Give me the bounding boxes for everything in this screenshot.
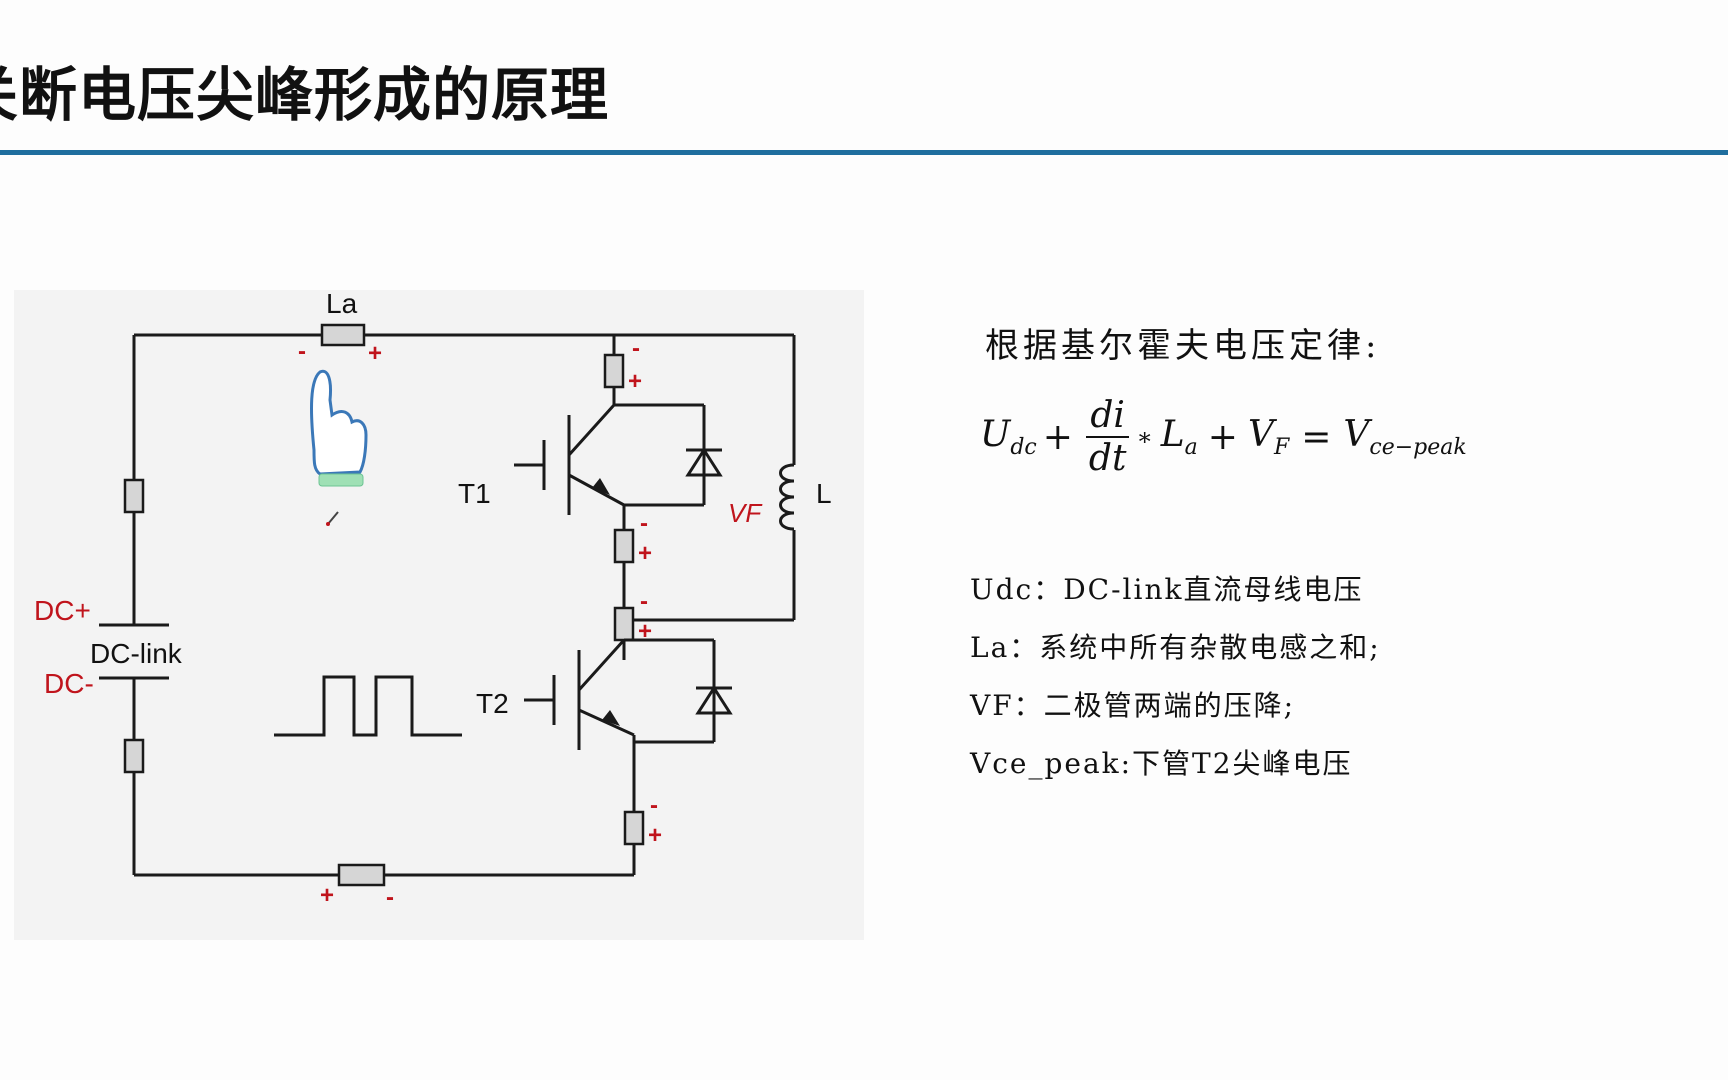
la-label: La <box>326 288 358 319</box>
t1c-minus-sign: - <box>632 335 640 362</box>
resistor-t1-collector <box>603 353 625 389</box>
l-label: L <box>816 478 832 509</box>
eq-udc: Udc <box>980 414 1037 460</box>
t2e-plus-sign: + <box>648 822 663 849</box>
t2c-minus-sign: - <box>640 588 648 615</box>
definition-udc: Udc：DC-link直流母线电压 <box>970 573 1364 606</box>
bottom-minus-sign: - <box>386 884 394 911</box>
igbt-t2 <box>524 638 732 750</box>
eq-vf: VF <box>1247 414 1290 460</box>
pen-icon <box>326 511 339 526</box>
kvl-heading: 根据基尔霍夫电压定律: <box>985 326 1381 366</box>
vf-label: VF <box>728 498 762 528</box>
wires <box>99 333 796 877</box>
t1-label: T1 <box>458 478 491 509</box>
eq-la: La <box>1160 414 1198 460</box>
resistor-t2-emitter <box>623 810 645 846</box>
t2e-minus-sign: - <box>650 792 658 819</box>
eq-numerator: di <box>1086 395 1129 438</box>
slide-title: 关断电压尖峰形成的原理 <box>0 61 610 129</box>
igbt-t1 <box>514 403 722 515</box>
t1c-plus-sign: + <box>628 368 643 395</box>
resistor-bottom <box>337 863 386 887</box>
resistor-t2-collector <box>613 606 635 642</box>
eq-vce-peak: Vce−peak <box>1343 414 1467 460</box>
la-plus-sign: + <box>368 340 383 367</box>
eq-plus-1: + <box>1042 416 1073 458</box>
t2-emitter-arrow <box>602 710 620 726</box>
t1-emitter-arrow <box>592 478 610 495</box>
t2c-plus-sign: + <box>638 618 653 645</box>
dc-minus-label: DC- <box>44 668 94 699</box>
t1e-plus-sign: + <box>638 540 653 567</box>
diode-t1 <box>685 447 723 477</box>
definition-vf: VF：二极管两端的压降; <box>970 689 1296 722</box>
inductor-coil <box>779 463 795 531</box>
dc-plus-label: DC+ <box>34 595 91 626</box>
title-rule <box>0 150 1728 155</box>
eq-di-dt-fraction: di dt <box>1085 395 1131 479</box>
la-minus-sign: - <box>298 338 306 365</box>
t1e-minus-sign: - <box>640 510 648 537</box>
t2-label: T2 <box>476 688 509 719</box>
resistor-left-top <box>123 478 145 514</box>
eq-equals: = <box>1301 416 1332 458</box>
resistor-t1-emitter <box>613 528 635 564</box>
la-resistor <box>320 323 366 347</box>
eq-plus-2: + <box>1207 416 1238 458</box>
diode-t2 <box>695 685 733 715</box>
kvl-equation: Udc + di dt ∗ La + VF = Vce−peak <box>980 395 1467 479</box>
dc-link-label: DC-link <box>90 638 182 669</box>
bottom-plus-sign: + <box>320 882 335 909</box>
definition-vce-peak: Vce_peak:下管T2尖峰电压 <box>970 747 1353 780</box>
resistor-left-bottom <box>123 738 145 774</box>
gate-pulse-waveform <box>274 675 462 737</box>
definition-la: La：系统中所有杂散电感之和; <box>970 631 1381 664</box>
circuit-svg <box>99 323 796 887</box>
hand-cursor-icon <box>310 369 368 487</box>
eq-star: ∗ <box>1136 423 1153 451</box>
resistors <box>123 323 645 887</box>
eq-denominator: dt <box>1088 438 1127 479</box>
circuit-diagram: La L T1 T2 DC+ DC-link DC- VF - + - + - … <box>14 288 864 940</box>
